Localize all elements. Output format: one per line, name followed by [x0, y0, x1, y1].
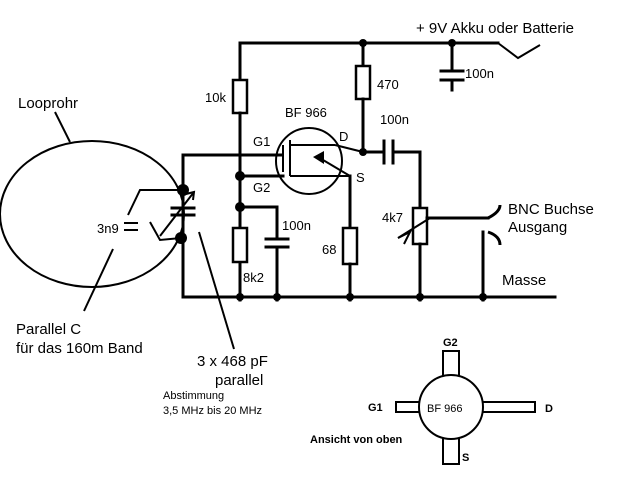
g2-label: G2: [253, 180, 270, 195]
bnc-label: BNC Buchse: [508, 201, 594, 218]
potentiometer: [411, 206, 429, 246]
parallel-c-label-1: Parallel C: [16, 321, 81, 338]
pot-label: 4k7: [382, 210, 403, 225]
variable-cap-label-1: 3 x 468 pF: [197, 353, 268, 370]
transistor-label: BF 966: [285, 105, 327, 120]
g1-label: G1: [253, 134, 270, 149]
resistor-drain: [354, 64, 372, 101]
battery-lead: [497, 42, 541, 60]
source-label: S: [356, 170, 365, 185]
transistor-bf966: [275, 127, 343, 195]
output-label: Ausgang: [508, 219, 567, 236]
parallel-c-leader: [83, 248, 114, 312]
drain-resistor-label: 470: [377, 77, 399, 92]
tuning-label-1: Abstimmung: [163, 390, 224, 402]
bnc-connector: [487, 204, 502, 220]
resistor-g2: [231, 226, 249, 264]
variable-cap-label-2: parallel: [215, 372, 263, 389]
coupling-cap-label: 100n: [380, 112, 409, 127]
pin-d-label: D: [545, 403, 553, 415]
g2-cap-label: 100n: [282, 218, 311, 233]
drain-label: D: [339, 129, 348, 144]
resistor-gate: [231, 78, 249, 115]
top-view-label: Ansicht von oben: [310, 434, 403, 446]
loop-antenna: [0, 140, 185, 288]
gate-resistor-label: 10k: [205, 90, 226, 105]
g2-resistor-label: 8k2: [243, 270, 264, 285]
pin-g1-label: G1: [368, 402, 383, 414]
pin-g2-label: G2: [443, 337, 458, 349]
resistor-source: [341, 226, 359, 266]
supply-cap-label: 100n: [465, 66, 494, 81]
loop-label: Looprohr: [18, 95, 78, 112]
supply-label: + 9V Akku oder Batterie: [416, 20, 574, 37]
source-resistor-label: 68: [322, 242, 336, 257]
package-top-view: BF 966: [395, 350, 536, 465]
parallel-cap-label: 3n9: [97, 221, 119, 236]
loop-label-leader: [54, 111, 71, 143]
pin-s-label: S: [462, 452, 469, 464]
tuning-label-2: 3,5 MHz bis 20 MHz: [163, 405, 262, 417]
variable-cap-leader: [198, 231, 235, 350]
ground-label: Masse: [502, 272, 546, 289]
parallel-c-label-2: für das 160m Band: [16, 340, 143, 357]
package-label: BF 966: [427, 403, 462, 415]
